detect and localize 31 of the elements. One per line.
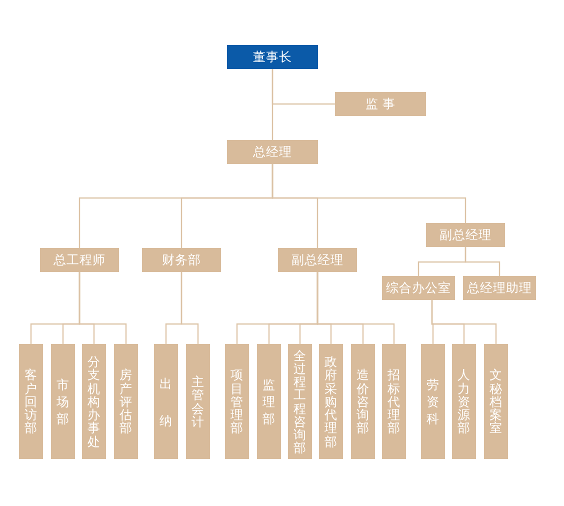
position-box: 监 事	[335, 92, 426, 116]
department-box: 文秘档案室	[484, 344, 508, 459]
department-box: 客户回访部	[19, 344, 43, 459]
connector-line	[272, 164, 466, 223]
connector-line	[316, 272, 395, 344]
position-box: 副总经理	[278, 248, 357, 272]
department-box: 人力资源部	[452, 344, 476, 459]
position-box: 董事长	[227, 45, 318, 69]
connector-line	[78, 272, 127, 344]
department-box: 全过程工程咨询部	[288, 344, 312, 459]
position-box: 总工程师	[40, 248, 119, 272]
department-box: 政府采购代理部	[319, 344, 343, 459]
connector-line	[431, 300, 497, 344]
department-box: 主管会计	[186, 344, 210, 459]
connector-line	[180, 272, 199, 344]
department-box: 监理部	[257, 344, 281, 459]
connector-line	[272, 69, 274, 140]
department-box: 分支机构办事处	[82, 344, 106, 459]
department-box: 市场部	[51, 344, 75, 459]
position-box: 总经理助理	[463, 276, 536, 300]
position-box: 副总经理	[426, 223, 505, 247]
position-box: 综合办公室	[382, 276, 455, 300]
department-box: 项目管理部	[225, 344, 249, 459]
position-box: 财务部	[142, 248, 221, 272]
department-box: 劳资科	[421, 344, 445, 459]
department-box: 招标代理部	[382, 344, 406, 459]
department-box: 造价咨询部	[351, 344, 375, 459]
department-box: 房产评估部	[114, 344, 138, 459]
position-box: 总经理	[227, 140, 318, 164]
connector-line	[464, 247, 500, 276]
department-box: 出纳	[154, 344, 178, 459]
